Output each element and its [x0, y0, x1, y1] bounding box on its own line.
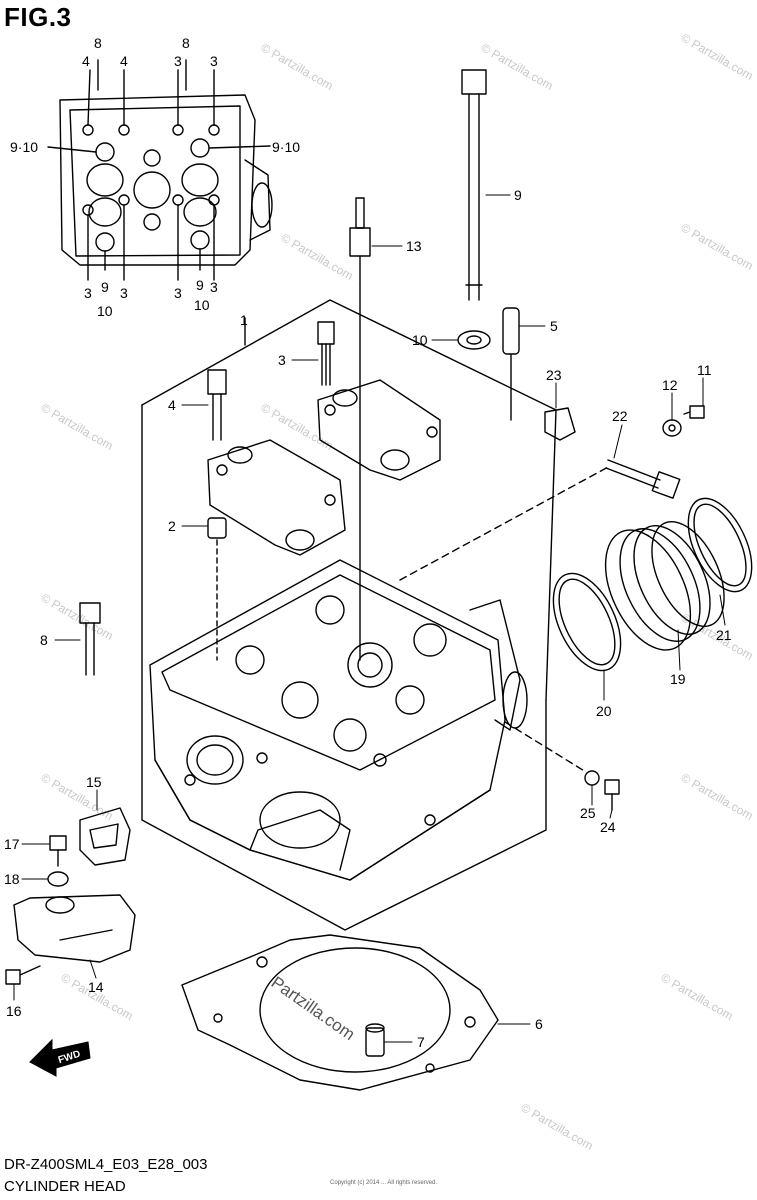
bolt-part-8	[79, 602, 101, 676]
watermark: © Partzilla.com	[519, 1100, 596, 1153]
diagram-title: CYLINDER HEAD	[4, 1178, 126, 1195]
callout-1: 1	[240, 312, 248, 328]
leader-dashed	[399, 465, 611, 581]
callout-16: 16	[6, 1003, 22, 1019]
figure-title: FIG.3	[4, 2, 72, 32]
callout-7: 7	[417, 1034, 425, 1050]
head-gasket-part-6	[181, 934, 499, 1091]
camshaft-holder-lower	[207, 439, 346, 556]
bolt-part-17	[49, 835, 67, 867]
callout-3: 3	[278, 352, 286, 368]
bolt-part-24	[604, 779, 620, 811]
cylinder-head-body	[149, 559, 528, 881]
clamp-part-20	[552, 572, 622, 672]
watermark: © Partzilla.com	[679, 220, 756, 273]
watermark: © Partzilla.com	[259, 400, 336, 453]
bolt-part-4	[207, 369, 227, 441]
watermark: © Partzilla.com	[259, 40, 336, 93]
callout-12: 12	[662, 377, 678, 393]
callout-20: 20	[596, 703, 612, 719]
inset-head-top-view	[47, 59, 273, 281]
clamp-part-21	[687, 497, 753, 593]
inset-callout-8: 8	[94, 35, 102, 51]
inset-callout-9-10-left: 9·10	[10, 139, 38, 155]
callout-8: 8	[40, 632, 48, 648]
callout-21: 21	[716, 627, 732, 643]
dowel-part-7	[365, 1023, 385, 1057]
partzilla-stamp: Partzilla.com	[268, 973, 359, 1044]
callout-11: 11	[697, 362, 712, 378]
callout-10: 10	[412, 332, 428, 348]
watermark: © Partzilla.com	[39, 770, 116, 823]
callout-25: 25	[580, 805, 596, 821]
exploded-frame	[141, 299, 557, 931]
callout-9: 9	[514, 187, 522, 203]
callout-6: 6	[535, 1016, 543, 1032]
callout-23: 23	[546, 367, 562, 383]
callout-leaders	[13, 194, 726, 1043]
o-ring-part-18	[47, 871, 69, 887]
inset-callout-3: 3	[84, 285, 92, 301]
inset-callout-4: 4	[120, 53, 128, 69]
watermark: © Partzilla.com	[659, 970, 736, 1023]
intake-pipe-part-19	[604, 520, 725, 651]
watermark: © Partzilla.com	[39, 590, 116, 643]
watermark: © Partzilla.com	[679, 770, 756, 823]
thermostat-part-15	[79, 807, 131, 866]
callout-19: 19	[670, 671, 686, 687]
model-code: DR-Z400SML4_E03_E28_003	[4, 1156, 208, 1173]
washer-part-25	[584, 770, 600, 786]
washer-part-12	[662, 419, 682, 437]
leader-dashed	[504, 721, 587, 773]
watermark-layer: © Partzilla.com © Partzilla.com © Partzi…	[39, 30, 756, 1153]
bolt-part-3	[317, 321, 335, 386]
spark-plug-part-13	[349, 197, 371, 286]
inset-callout-9-10-right: 9·10	[272, 139, 300, 155]
dowel-pin-part-2	[207, 517, 227, 539]
stud-part-5	[502, 307, 520, 355]
inset-callout-4: 4	[82, 53, 90, 69]
camshaft-holder-upper	[317, 379, 441, 481]
inset-callout-10: 10	[194, 297, 210, 313]
callout-14: 14	[88, 979, 104, 995]
callout-17: 17	[4, 836, 20, 852]
inset-callout-3: 3	[210, 279, 218, 295]
callout-4: 4	[168, 397, 176, 413]
screw-part-11	[683, 405, 705, 419]
watermark: © Partzilla.com	[479, 40, 556, 93]
callout-5: 5	[550, 318, 558, 334]
bolt-part-16	[5, 965, 41, 985]
callout-labels: 1 2 3 4 5 6 7 8 9 10 11 12 13 14 15 16 1…	[4, 187, 732, 1050]
watermark: © Partzilla.com	[279, 230, 356, 283]
inset-callout-3: 3	[120, 285, 128, 301]
watermark: © Partzilla.com	[679, 30, 756, 83]
copyright-text: Copyright (c) 2014 ... All rights reserv…	[330, 1180, 438, 1186]
washer-part-10	[457, 330, 491, 350]
long-bolt-part-9	[461, 69, 487, 301]
callout-22: 22	[612, 408, 628, 424]
inset-callout-3: 3	[174, 53, 182, 69]
inset-callout-10: 10	[97, 303, 113, 319]
bolt-part-22	[605, 459, 681, 499]
callout-24: 24	[600, 819, 616, 835]
callout-2: 2	[168, 518, 176, 534]
inset-callout-labels: 8 8 4 4 3 3 9·10 9·10 3 3 3 3 9 9 10 10	[10, 35, 300, 319]
inset-callout-3: 3	[210, 53, 218, 69]
inset-callout-9: 9	[196, 277, 204, 293]
inset-callout-8: 8	[182, 35, 190, 51]
thermostat-cover-part-14	[13, 894, 136, 963]
callout-18: 18	[4, 871, 20, 887]
callout-13: 13	[406, 238, 422, 254]
callout-15: 15	[86, 774, 102, 790]
fwd-arrow: FWD	[29, 1038, 91, 1077]
watermark: © Partzilla.com	[39, 400, 116, 453]
inset-callout-3: 3	[174, 285, 182, 301]
inset-callout-9: 9	[101, 279, 109, 295]
cap-part-23	[544, 407, 576, 441]
